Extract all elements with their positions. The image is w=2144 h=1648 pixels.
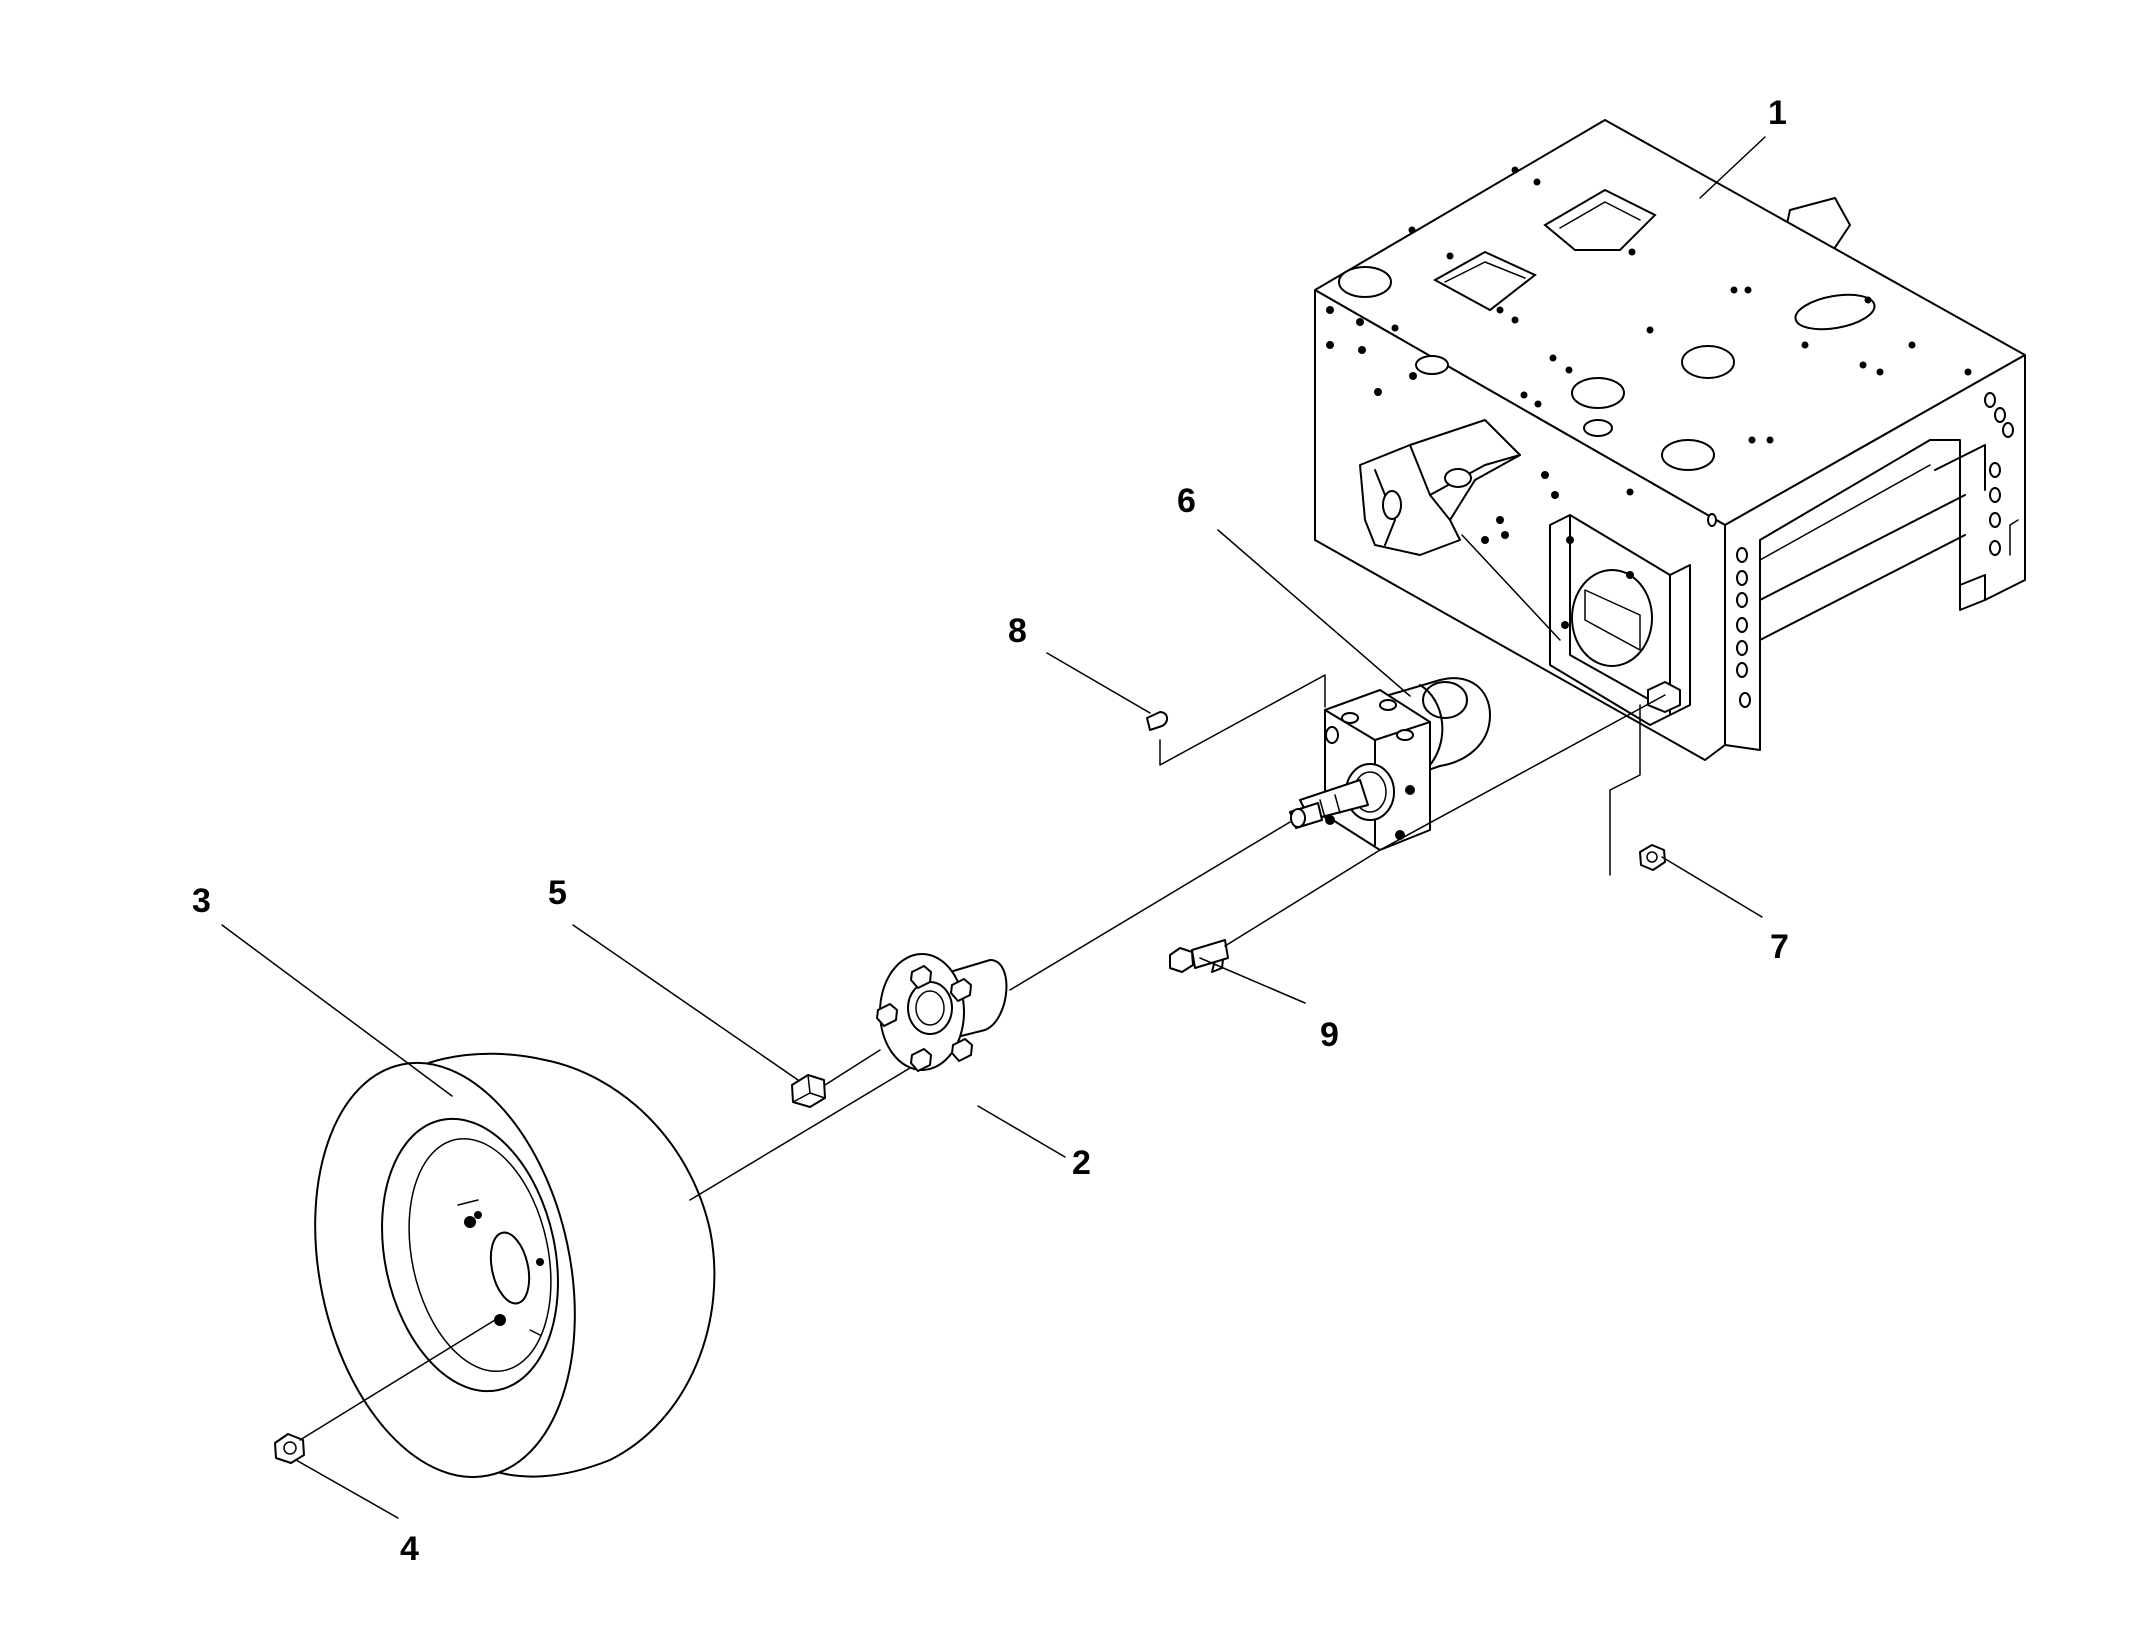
- callout-6: 6: [1177, 482, 1196, 520]
- leader-8: [1046, 652, 1151, 714]
- leader-2: [977, 1105, 1066, 1158]
- callout-2: 2: [1072, 1144, 1091, 1182]
- callout-3: 3: [192, 882, 211, 920]
- callout-9: 9: [1320, 1016, 1339, 1054]
- leader-4: [295, 1459, 399, 1519]
- leader-9: [1199, 957, 1306, 1004]
- part-8-key[interactable]: [1146, 674, 1326, 766]
- part-3-tire[interactable]: [279, 1039, 911, 1502]
- callout-1: 1: [1768, 94, 1787, 132]
- part-4-lug-nut[interactable]: [274, 1319, 496, 1464]
- callout-8: 8: [1008, 612, 1027, 650]
- callout-4: 4: [400, 1530, 419, 1568]
- leader-6: [1217, 529, 1411, 697]
- part-1-frame[interactable]: [1314, 119, 2026, 761]
- leader-1: [1699, 136, 1766, 199]
- part-7-nut[interactable]: [1609, 704, 1666, 876]
- callout-7: 7: [1770, 928, 1789, 966]
- part-6-motor[interactable]: [1009, 677, 1666, 991]
- callout-labels: 1 2 3 4 5 6 7 8 9: [192, 94, 1789, 1568]
- part-9-bolt[interactable]: [1169, 849, 1381, 973]
- leader-3: [221, 924, 453, 1097]
- leader-7: [1661, 856, 1763, 918]
- leader-lines: [221, 136, 1766, 1519]
- callout-5: 5: [548, 874, 567, 912]
- part-2-hub[interactable]: [876, 953, 1008, 1072]
- leader-5: [572, 924, 799, 1081]
- part-5-lug-nut[interactable]: [791, 1049, 881, 1108]
